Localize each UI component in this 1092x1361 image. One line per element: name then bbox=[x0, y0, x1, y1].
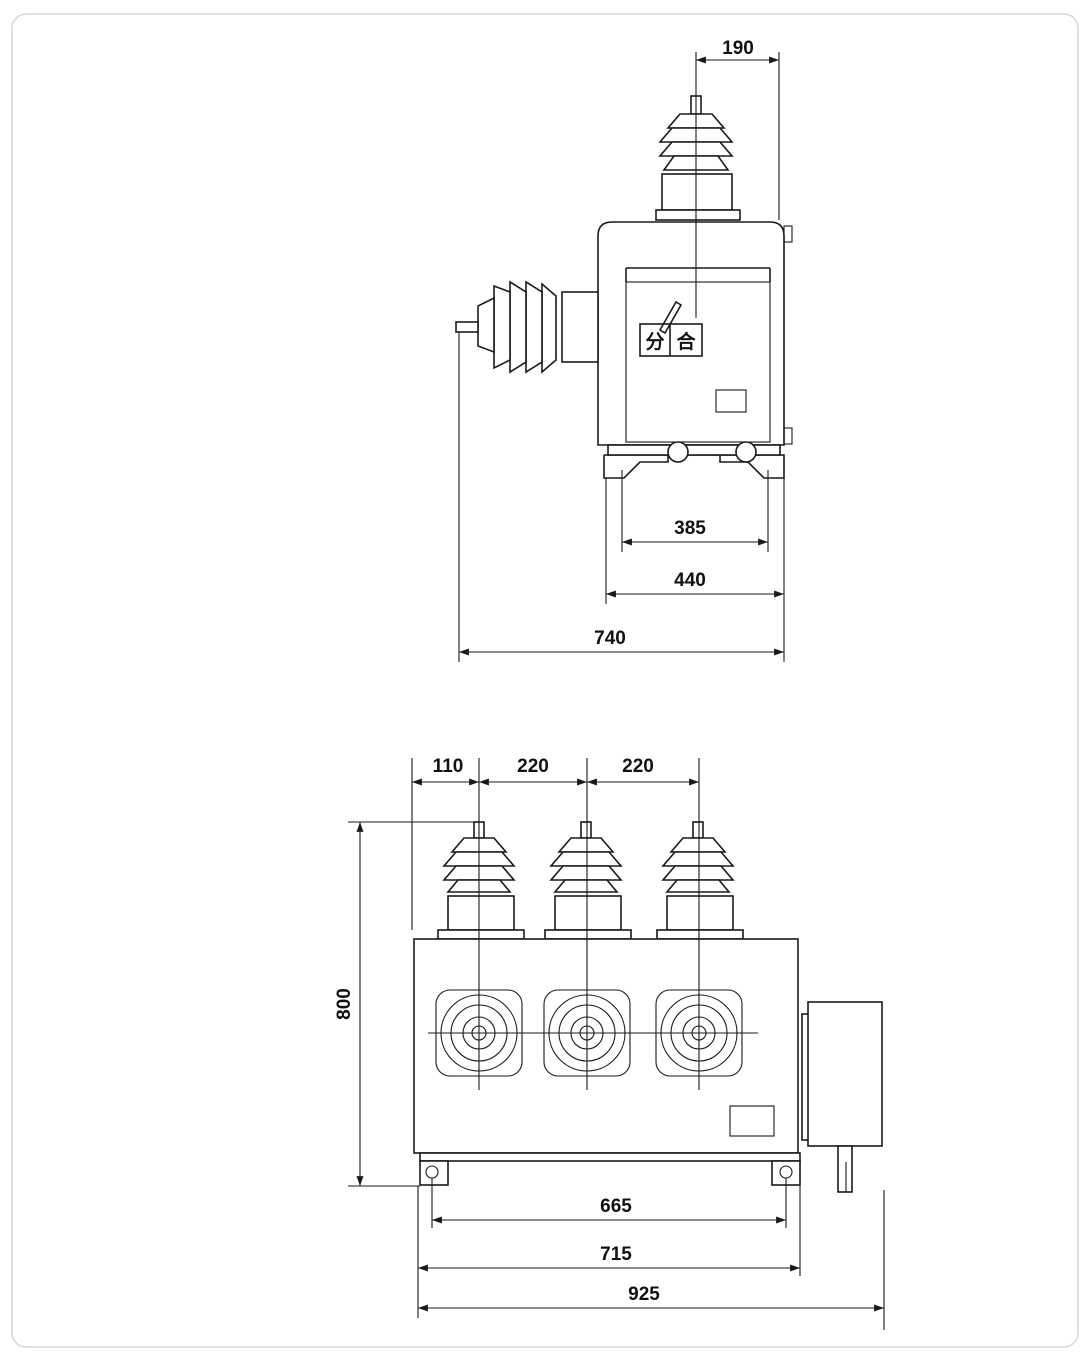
nameplate bbox=[715, 389, 747, 413]
dimension-190: 190 bbox=[696, 38, 780, 220]
dimension-740: 740 bbox=[458, 332, 784, 662]
indicator-close-label: 合 bbox=[676, 330, 696, 353]
dimension-925: 925 bbox=[418, 1190, 885, 1330]
indicator-open-label: 分 bbox=[645, 331, 664, 353]
svg-text:385: 385 bbox=[674, 518, 706, 539]
svg-text:740: 740 bbox=[594, 628, 626, 649]
svg-text:800: 800 bbox=[334, 988, 355, 1020]
dimension-220-first: 220 bbox=[479, 756, 587, 786]
side-view: 分 合 190 bbox=[455, 38, 793, 662]
dimension-800: 800 bbox=[334, 821, 474, 1187]
svg-text:925: 925 bbox=[628, 1284, 660, 1305]
front-view: 110 220 220 800 665 715 bbox=[334, 756, 885, 1330]
dimension-715: 715 bbox=[417, 1186, 801, 1318]
front-base bbox=[419, 1152, 801, 1186]
svg-text:110: 110 bbox=[433, 756, 464, 777]
dimension-385: 385 bbox=[621, 470, 769, 552]
side-base bbox=[603, 441, 785, 479]
top-insulator bbox=[655, 95, 741, 221]
front-insulator-b bbox=[544, 821, 632, 940]
svg-text:440: 440 bbox=[674, 570, 706, 591]
front-housing bbox=[413, 938, 799, 1154]
svg-text:220: 220 bbox=[517, 756, 549, 777]
svg-text:715: 715 bbox=[600, 1244, 632, 1265]
dimension-665: 665 bbox=[431, 1178, 787, 1228]
dimension-440: 440 bbox=[605, 478, 785, 662]
svg-text:190: 190 bbox=[722, 38, 754, 59]
mechanism-box bbox=[801, 1001, 883, 1193]
side-insulator bbox=[455, 280, 599, 374]
svg-text:220: 220 bbox=[622, 756, 654, 777]
front-insulator-c bbox=[656, 821, 744, 940]
position-indicator: 分 合 bbox=[639, 300, 703, 357]
dimension-110: 110 bbox=[412, 756, 479, 786]
front-nameplate bbox=[729, 1105, 775, 1137]
svg-text:665: 665 bbox=[600, 1196, 632, 1217]
front-insulator-a bbox=[437, 821, 525, 940]
dimension-220-second: 220 bbox=[587, 756, 699, 786]
page-border bbox=[11, 13, 1079, 1348]
